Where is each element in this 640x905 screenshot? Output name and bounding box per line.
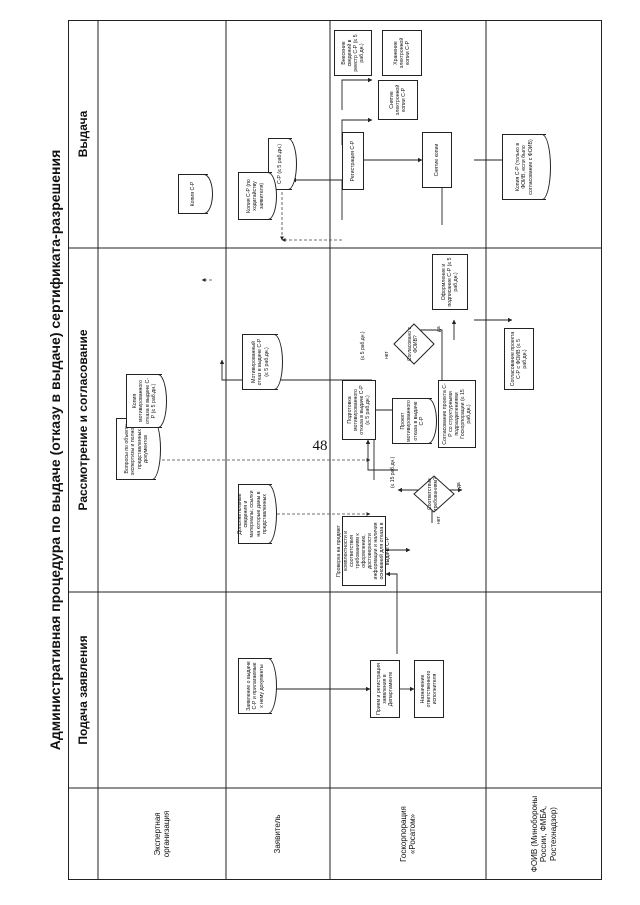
application-document: Заявление о выдаче С-Р и прилагаемые к н… [238,658,272,714]
formalize-sign-step: Оформление и подписание С-Р (≤ 5 раб.дн.… [432,254,468,310]
page-number: 48 [312,438,328,454]
scan-copy-step: Снятие копии [422,132,452,188]
reception-step: Прием и регистрация заявления в Департам… [370,660,400,718]
foiv-agreed-decision: Согласовано с ФОИВ? [407,327,419,361]
edge-label-days15: (≤ 15 раб.дн.) [390,456,396,488]
refusal-preparation-step: Подготовка мотивированного отказа в выда… [342,380,376,440]
storage-step: Хранение электронной копии С-Р [382,30,422,76]
scan-electronic-step: Снятие электронной копии С-Р [378,80,418,120]
internal-coordination-step: Согласование проекта С-Р со структурными… [438,380,476,448]
compliance-decision: Соответствие требованиям? [427,477,439,511]
edge-label-yes-1: да [456,482,462,488]
edge-label-no-2: нет [384,351,390,359]
foiv-coordination-step: Согласование проекта С-Р с ФОИВ (≤ 5 раб… [504,328,534,390]
refusal-letter-document: Мотивированный отказ в выдаче С-Р (≤ 5 р… [242,334,278,390]
edge-label-days5: (≤ 5 раб.дн.) [360,331,366,360]
additional-materials-document: Дополнительные сведения и материалы, ссы… [237,484,274,544]
rotated-diagram: Административная процедура по выдаче (от… [42,20,602,880]
registry-entry-step: Внесение сведений в реестр С-Р (≤ 5 раб.… [334,30,372,76]
diagram-lines [68,20,602,880]
draft-document: Проект мотивированного отказа в выдаче С… [392,398,432,444]
edge-label-yes-2: да [436,326,442,332]
sr-copy-foiv-document: Копия С-Р (только в ФОИВ, если было согл… [502,134,546,200]
sr-copy-expert-document: Копия С-Р (по ходатайству заявителя) [238,172,272,220]
completeness-check-step: Проверка на предмет комплектности и соот… [336,516,391,586]
edge-label-no-1: нет [436,516,442,524]
assign-executor-step: Назначение ответственного исполнителя [414,660,444,718]
sr-copy-applicant-document: Копия С-Р [178,174,208,214]
registration-step: Регистрация С-Р [342,132,364,190]
refusal-copy-document: Копия мотивированного отказа в выдаче С-… [126,374,162,428]
